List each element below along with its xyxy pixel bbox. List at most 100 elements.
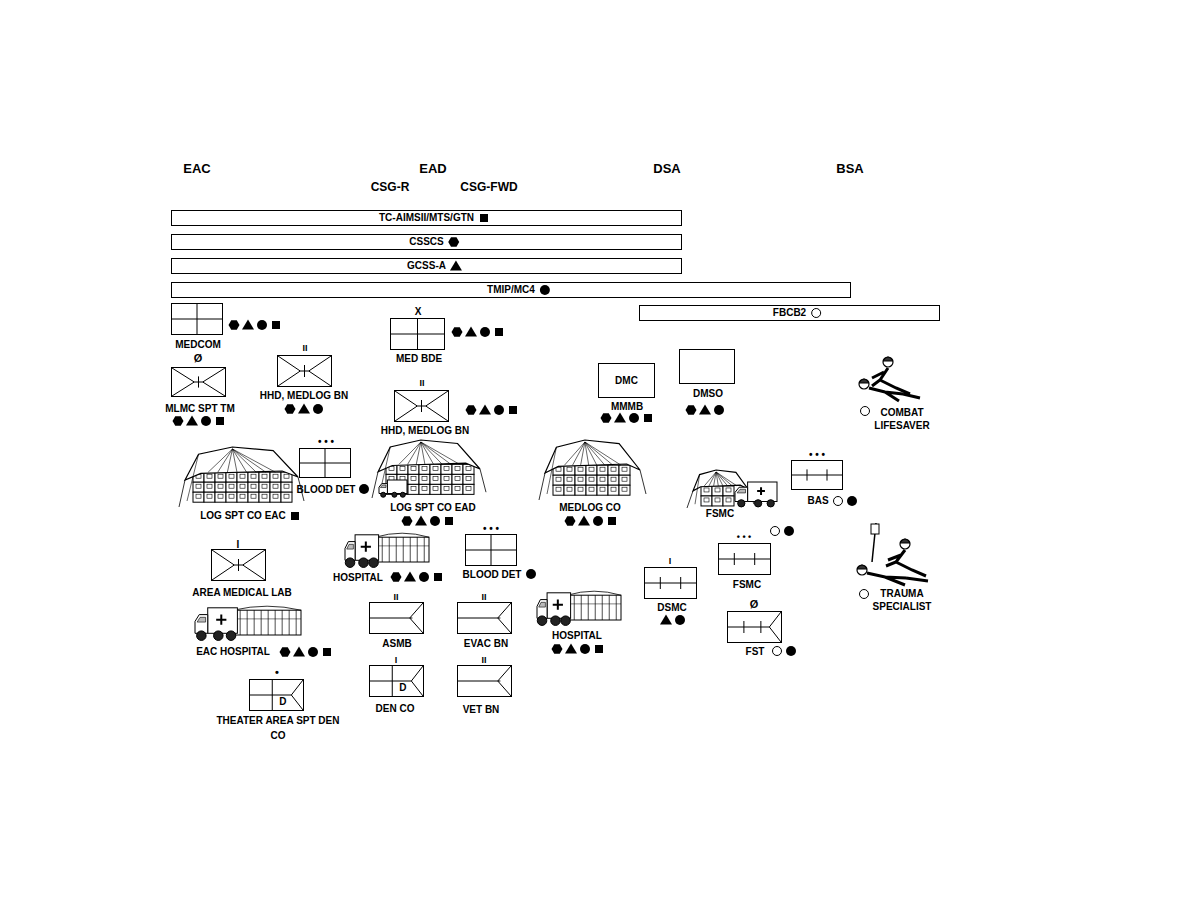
vehicle-wheel — [392, 492, 397, 497]
supply-crate — [419, 484, 430, 494]
echelon-heading: DSA — [653, 162, 680, 175]
unit-marking-line — [370, 681, 411, 682]
vehicle-wheel — [381, 492, 386, 497]
vehicle-wheel — [537, 616, 547, 626]
filled-circle-symbol — [430, 516, 440, 526]
illustration-stroke — [886, 550, 926, 576]
system-name: TC-AIMSII/MTS/GTN — [379, 212, 474, 224]
illustration-stroke — [372, 472, 378, 498]
system-bar: TMIP/MC4 — [171, 282, 851, 298]
text-label: II — [481, 591, 486, 604]
hexagon-symbol — [552, 644, 563, 654]
unit-symbol: FST — [727, 611, 782, 643]
unit-marking-line — [309, 356, 331, 386]
supply-crate — [204, 482, 215, 492]
text-label: EAC HOSPITAL — [196, 645, 270, 658]
hexagon-symbol — [686, 405, 697, 415]
illustration-stroke — [417, 537, 418, 562]
unit-marking-line — [645, 583, 696, 584]
crate-label — [196, 484, 201, 488]
supply-crate — [281, 492, 292, 502]
illustration-stroke — [399, 442, 421, 464]
supply-crate — [248, 492, 259, 502]
unit-symbol: VET BN — [457, 665, 512, 697]
vehicle — [537, 593, 571, 626]
open-circle-symbol — [771, 527, 780, 536]
unit-label: DMSO — [693, 388, 723, 400]
unit-marking — [458, 666, 511, 696]
hospital-tents — [567, 591, 621, 620]
unit-marking — [278, 356, 331, 386]
supply-crate — [237, 482, 248, 492]
triangle-symbol — [565, 644, 577, 654]
unit-label: MMMB — [611, 401, 643, 413]
text-label: Ø — [194, 352, 203, 365]
triangle-symbol — [660, 615, 672, 625]
unit-label: BLOOD DET — [463, 569, 522, 581]
vehicle-body — [355, 535, 379, 561]
crate-label — [284, 494, 289, 498]
unit-symbol: DEN COD — [369, 665, 424, 697]
unit-marking-line — [458, 618, 500, 619]
unit-letter: DMC — [615, 375, 638, 387]
crate-label — [715, 488, 720, 492]
text-label: II — [481, 654, 486, 667]
illustration-stroke — [757, 487, 765, 495]
unit-marking-line — [198, 376, 199, 387]
supply-crate — [723, 486, 734, 496]
system-bar: CSSCS — [171, 234, 682, 250]
square-symbol — [434, 573, 442, 581]
illustration-stroke — [396, 537, 397, 562]
square-symbol — [608, 517, 616, 525]
unit-label: BLOOD DET — [297, 484, 356, 496]
crate-label — [567, 487, 572, 491]
illustration-stroke — [547, 447, 556, 494]
square-symbol — [291, 512, 299, 520]
unit-symbol: ASMB — [369, 602, 424, 634]
crate-label — [229, 484, 234, 488]
crate-label — [715, 498, 720, 502]
unit-marking — [728, 612, 781, 642]
crate-label — [218, 474, 223, 478]
crate-label — [444, 466, 449, 470]
supply-crate — [553, 475, 564, 485]
text-label: • • • — [737, 531, 751, 544]
unit-marking-line — [498, 603, 511, 633]
illustration-stroke — [564, 442, 584, 465]
text-label: HOSPITAL — [552, 629, 602, 642]
illustration-stroke — [714, 472, 716, 486]
unit-marking-line — [719, 559, 770, 560]
illustration-stroke — [424, 537, 425, 562]
hexagon-symbol — [280, 647, 291, 657]
unit-marking — [250, 680, 303, 710]
illustration-stroke — [567, 603, 621, 604]
supply-crate — [237, 472, 248, 482]
illustration-stroke — [410, 537, 411, 562]
unit-marking — [391, 319, 444, 349]
crate-label — [251, 494, 256, 498]
illustration-stroke — [289, 610, 290, 635]
illustration-stroke — [179, 480, 185, 507]
crate-label — [600, 487, 605, 491]
supply-crate — [430, 474, 441, 484]
illustration-stroke — [185, 447, 298, 480]
supply-crate — [419, 464, 430, 474]
filled-circle-symbol — [540, 285, 550, 295]
crate-label — [455, 476, 460, 480]
echelon-heading: CSG-FWD — [460, 181, 517, 194]
illustration-stroke — [581, 595, 582, 620]
filled-circle-symbol — [359, 484, 369, 494]
crate-label — [455, 486, 460, 490]
illustration-stroke — [737, 489, 745, 493]
supply-crate — [248, 482, 259, 492]
crate-label — [240, 494, 245, 498]
supply-crate — [193, 492, 204, 502]
crate-label — [567, 477, 572, 481]
hexagon-symbol — [452, 327, 463, 337]
supply-crate — [597, 475, 608, 485]
illustration-stroke — [416, 442, 421, 464]
unit-label: AREA MEDICAL LAB — [192, 587, 291, 599]
illustration-stroke — [588, 595, 589, 620]
square-symbol — [495, 328, 503, 336]
crate-label — [556, 477, 561, 481]
